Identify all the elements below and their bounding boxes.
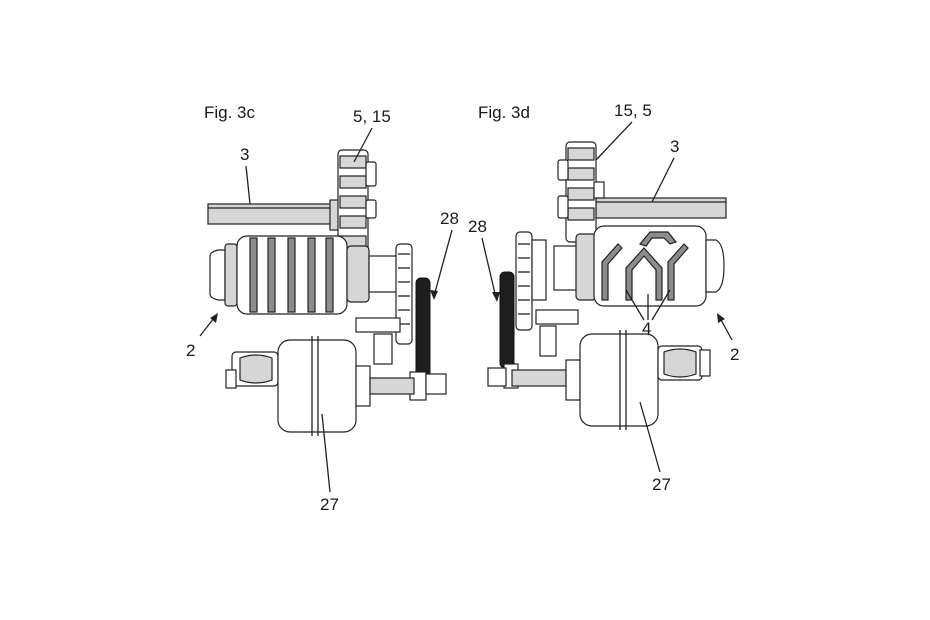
fig-3c-label-3: 3	[240, 145, 249, 164]
fig-3c-title: Fig. 3c	[204, 103, 256, 122]
fig-3c-gear-stack	[329, 149, 377, 261]
fig-3d-label-28: 28	[468, 217, 487, 236]
fig-3d-title: Fig. 3d	[478, 103, 530, 122]
fig-3c-label-28: 28	[440, 209, 459, 228]
fig-3c-label-2: 2	[186, 341, 195, 360]
fig-3c-motor	[225, 336, 415, 436]
fig-3d-motor	[511, 330, 711, 430]
fig-3c-label-5-15: 5, 15	[353, 107, 391, 126]
fig-3c-label-27: 27	[320, 495, 339, 514]
fig-3d-gear-stack	[557, 141, 605, 243]
fig-3c-camshaft	[209, 235, 398, 315]
fig-3d-label-15-5: 15, 5	[614, 101, 652, 120]
fig-3c: Fig. 3c	[186, 103, 459, 514]
fig-3d-label-2: 2	[730, 345, 739, 364]
fig-3d-gear-train	[487, 231, 579, 389]
fig-3d-label-3: 3	[670, 137, 679, 156]
fig-3d-shaft	[595, 197, 727, 219]
fig-3d-camshaft	[553, 225, 725, 307]
fig-3d-label-27: 27	[652, 475, 671, 494]
fig-3d-label-4: 4	[642, 319, 651, 338]
fig-3c-shaft	[207, 203, 339, 225]
fig-3d: Fig. 3d	[468, 101, 739, 494]
